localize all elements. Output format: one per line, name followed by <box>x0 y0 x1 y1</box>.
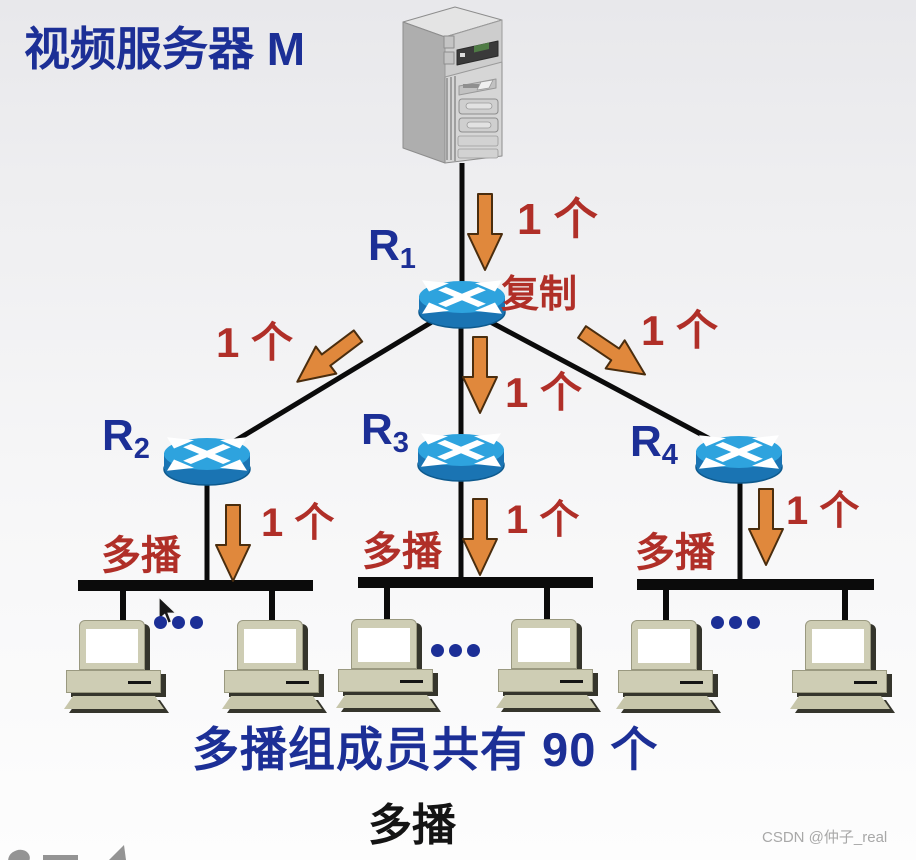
router-icon-r1 <box>419 280 505 328</box>
router-sub: 2 <box>133 433 150 466</box>
unit-count-label-top: 1 个 <box>517 195 598 244</box>
router-sub: 4 <box>661 439 678 472</box>
unit-count-label-left: 1 个 <box>216 319 294 366</box>
caption-total-members: 多播组成员共有 90 个 <box>192 723 659 776</box>
router-name: R <box>361 405 393 454</box>
watermark: CSDN @仲子_real <box>762 829 888 846</box>
router-name: R <box>368 221 400 270</box>
router-icon-r3 <box>418 433 504 481</box>
router-icon-r2 <box>164 437 250 485</box>
host-drop-lines <box>120 583 848 623</box>
ethernet-bus-right <box>637 579 874 590</box>
ellipsis-dots <box>711 616 760 629</box>
multicast-label-middle: 多播 <box>362 530 442 574</box>
unit-count-label-middle: 1 个 <box>505 369 583 416</box>
router-sub: 1 <box>399 243 416 276</box>
unit-count-label-right: 1 个 <box>641 307 719 354</box>
router-label-r2: R2 <box>102 414 150 464</box>
cropped-artifact <box>8 845 126 860</box>
unit-count-label-seg-mid: 1 个 <box>506 498 580 542</box>
bottom-multicast-label: 多播 <box>368 801 456 850</box>
multicast-label-right: 多播 <box>635 531 715 575</box>
down-arrow-icon-middle <box>462 336 498 414</box>
computer-icon <box>222 620 322 709</box>
ellipsis-dots <box>431 644 480 657</box>
ellipsis-dots <box>154 616 203 629</box>
router-label-r3: R3 <box>361 408 409 458</box>
link-r1-r2 <box>208 305 457 459</box>
router-name: R <box>102 411 134 460</box>
computer-icon <box>790 620 890 709</box>
replicate-label: 复制 <box>501 274 578 316</box>
computer-icon <box>616 620 716 709</box>
computer-icon <box>496 619 596 708</box>
router-name: R <box>630 417 662 466</box>
router-icon-r4 <box>696 435 782 483</box>
page-title: 视频服务器 M <box>24 23 306 75</box>
router-label-r4: R4 <box>630 420 678 470</box>
ethernet-bus-middle <box>358 577 593 588</box>
down-arrow-icon-server <box>467 193 503 271</box>
computer-icon <box>64 620 164 709</box>
down-arrow-icon-seg-middle <box>462 498 498 576</box>
server-icon <box>402 6 503 164</box>
link-r1-r4 <box>466 307 742 458</box>
unit-count-label-seg-left: 1 个 <box>261 501 335 545</box>
unit-count-label-seg-right: 1 个 <box>786 489 860 533</box>
multicast-label-left: 多播 <box>101 534 181 578</box>
down-arrow-icon-seg-right <box>748 488 784 566</box>
computer-icon <box>336 619 436 708</box>
router-sub: 3 <box>392 427 409 460</box>
ethernet-bus-left <box>78 580 313 591</box>
down-arrow-icon-seg-left <box>215 504 251 582</box>
router-label-r1: R1 <box>368 224 416 274</box>
